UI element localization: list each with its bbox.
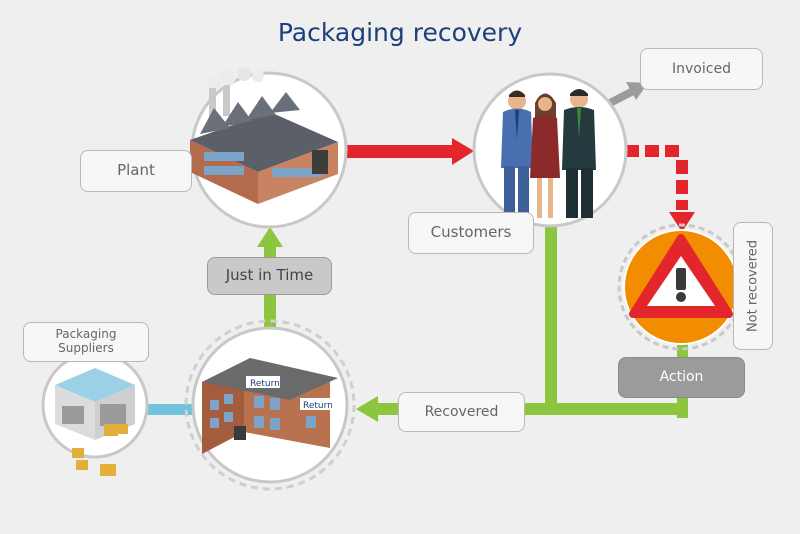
red-dashed-arrow [625,145,695,232]
red-arrow [344,138,474,165]
plant-label: Plant [80,150,192,192]
suppliers-node [41,351,149,476]
action-label: Action [618,357,745,398]
warehouse-icon [55,368,135,476]
just-in-time-label: Just in Time [207,257,332,295]
not-recovered-label: Not recovered [733,222,773,350]
invoiced-label: Invoiced [640,48,763,90]
supplier-link [138,404,198,415]
business-people-icon [501,89,596,218]
factory-icon [190,67,338,204]
customers-node [472,72,628,228]
return-node: Return Return [184,319,356,491]
building-sign-2: Return [303,401,333,411]
page-title: Packaging recovery [277,18,523,47]
customers-label: Customers [408,212,534,254]
building-sign: Return [250,379,280,389]
warning-icon [629,234,733,318]
not-recovered-node [617,223,745,351]
packaging-suppliers-label: Packaging Suppliers [23,322,149,362]
return-building-icon: Return Return [202,358,338,454]
recovered-label: Recovered [398,392,525,432]
plant-node [190,67,348,229]
